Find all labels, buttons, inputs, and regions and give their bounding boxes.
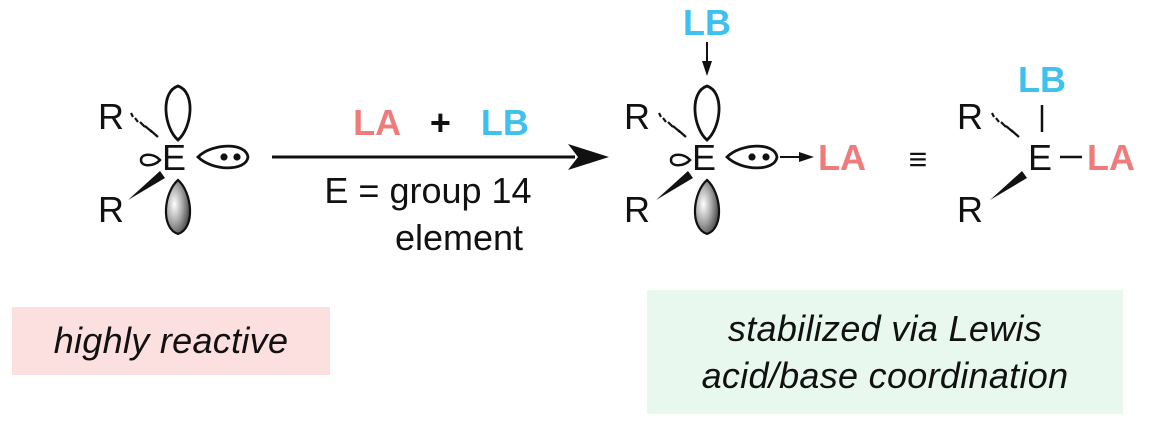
shaded-p-orbital-bottom: [693, 178, 721, 236]
caption-stabilized-line-2: acid/base coordination: [701, 355, 1069, 396]
lone-pair-orbital: [196, 144, 250, 170]
simplified-r-top: R: [957, 96, 983, 137]
lone-pair-electron: [220, 153, 228, 161]
lewis-adduct: LB R R E LA: [624, 2, 866, 236]
caption-highly-reactive-text: highly reactive: [53, 320, 289, 361]
adduct-r-top: R: [624, 96, 650, 137]
reactant-r-top: R: [98, 96, 124, 137]
reactant-tetrylene: R R E: [98, 84, 250, 236]
caption-stabilized-line-1: stabilized via Lewis: [727, 308, 1043, 349]
simplified-adduct: LB R R E LA: [957, 59, 1135, 230]
caption-stabilized: stabilized via Lewis acid/base coordinat…: [647, 290, 1123, 414]
adduct-center-e: E: [692, 137, 716, 178]
condition-line-1: E = group 14: [324, 170, 531, 211]
hashed-wedge-bond: [658, 112, 687, 138]
adduct-r-bottom: R: [624, 189, 650, 230]
shaded-p-orbital-bottom: [164, 178, 192, 236]
hashed-wedge-bond: [130, 112, 159, 138]
reagent-la: LA: [353, 102, 401, 143]
acid-coordination-arrow-head: [799, 152, 814, 162]
reagent-plus-sign: +: [430, 102, 451, 143]
adduct-lb: LB: [683, 2, 731, 43]
simplified-la: LA: [1087, 137, 1135, 178]
reagent-space: [461, 102, 471, 143]
reagents-label: LA + LB: [353, 102, 529, 143]
simplified-center-e: E: [1028, 137, 1052, 178]
hashed-wedge-bond: [991, 112, 1020, 138]
lone-pair-electron: [748, 153, 756, 161]
equivalence-symbol: ≡: [909, 141, 928, 177]
simplified-r-bottom: R: [957, 189, 983, 230]
small-lobe: [669, 153, 692, 167]
reactant-center-e: E: [162, 137, 186, 178]
bold-wedge-bond: [128, 171, 165, 200]
reaction-arrow-head: [568, 144, 609, 170]
lone-pair-orbital: [725, 144, 779, 170]
bold-wedge-bond: [656, 171, 693, 200]
lone-pair-electron: [762, 153, 770, 161]
adduct-la: LA: [818, 137, 866, 178]
reagent-lb: LB: [481, 102, 529, 143]
bold-wedge-bond: [990, 171, 1027, 200]
base-coordination-arrow-head: [702, 61, 712, 76]
reagent-plus: [410, 102, 420, 143]
empty-p-orbital-top: [693, 84, 721, 142]
reactant-r-bottom: R: [98, 189, 124, 230]
empty-p-orbital-top: [164, 84, 192, 142]
lone-pair-electron: [233, 153, 241, 161]
condition-line-2: element: [395, 217, 523, 258]
simplified-lb: LB: [1018, 59, 1066, 100]
reaction-arrow-group: LA + LB E = group 14 element: [272, 102, 609, 258]
caption-highly-reactive: highly reactive: [12, 307, 330, 375]
small-lobe: [139, 153, 162, 167]
